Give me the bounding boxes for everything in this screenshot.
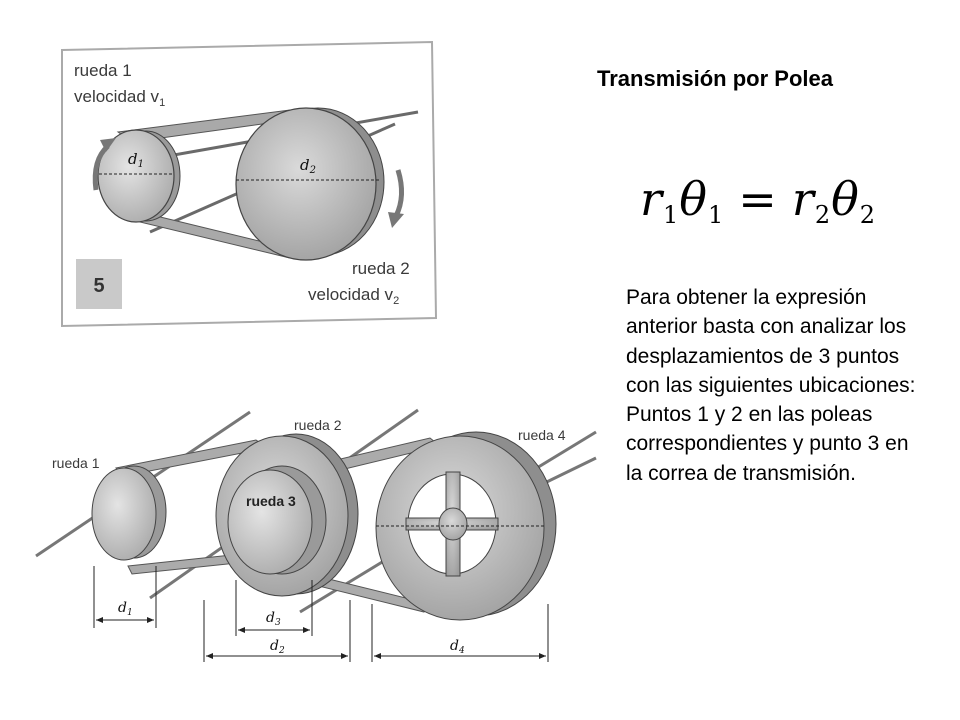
fig1-wheel1-speed-text: velocidad v	[74, 87, 160, 106]
fig2-d4-text: d	[450, 638, 459, 654]
figure-number-badge	[76, 259, 122, 309]
fig2-d3-label: d3	[266, 610, 281, 628]
r1-subscript: 1	[663, 201, 680, 229]
fig2-d4-sub: 4	[458, 646, 465, 656]
rotation-arrow-1-head	[100, 138, 116, 152]
fig1-d1-sub: 1	[138, 159, 144, 170]
fig2-d1-text: d	[118, 600, 127, 616]
rotation-arrow-2-head	[388, 212, 404, 228]
fig2-d3-sub: 3	[275, 618, 281, 628]
figure-1: rueda 1 velocidad v1 rueda 2 velocidad v…	[61, 40, 438, 328]
fig2-rueda3-label: rueda 3	[246, 493, 296, 509]
wheel-4-hub	[438, 507, 468, 541]
theta1-symbol: θ	[679, 172, 708, 226]
rotation-arrow-2	[393, 169, 404, 218]
r2-symbol: r	[791, 172, 815, 226]
slide-title: Transmisión por Polea	[597, 66, 833, 91]
r2-subscript: 2	[814, 201, 832, 229]
d3-arrowhead-left	[238, 627, 245, 633]
fig1-wheel1-speed-label: velocidad v1	[74, 87, 165, 109]
fig1-wheel1-label: rueda 1	[74, 61, 132, 80]
fig1-wheel2-speed-text: velocidad v	[308, 285, 394, 304]
d4-arrowhead-left	[374, 653, 381, 659]
wheel-1	[97, 129, 175, 223]
d2-arrowhead-right	[341, 653, 348, 659]
figure-2: rueda 1 rueda 2 rueda 3 rueda 4	[35, 408, 597, 662]
fig2-rueda2-label: rueda 2	[294, 417, 342, 433]
fig2-d4-label: d4	[450, 638, 465, 656]
fig2-rueda1-label: rueda 1	[52, 455, 100, 471]
fig1-wheel2-label: rueda 2	[352, 259, 410, 278]
fig1-d2-label: d2	[300, 156, 316, 176]
d3-arrowhead-right	[303, 627, 310, 633]
theta2-subscript: 2	[859, 201, 877, 229]
d1-arrowhead-left	[96, 617, 103, 623]
fig1-d1-text: d	[128, 150, 138, 168]
fig1-wheel2-speed-label: velocidad v2	[308, 285, 399, 307]
fig1-d2-sub: 2	[309, 165, 316, 176]
d4-arrowhead-right	[539, 653, 546, 659]
fig2-wheel-1	[91, 467, 157, 561]
d2-arrowhead-left	[206, 653, 213, 659]
r1-symbol: r	[640, 172, 663, 226]
fig2-d3-text: d	[266, 610, 275, 626]
explanation-paragraph: Para obtener la expresión anterior basta…	[626, 286, 916, 485]
figure-number-label: 5	[93, 275, 104, 297]
fig1-d2-text: d	[300, 156, 310, 174]
d1-arrowhead-right	[147, 617, 154, 623]
equals-sign: =	[738, 172, 778, 226]
theta2-symbol: θ	[831, 172, 860, 226]
pulley-equation: r1θ1=r2θ2	[640, 172, 876, 229]
fig2-d1-label: d1	[118, 600, 133, 618]
fig2-d2-text: d	[270, 638, 279, 654]
fig2-d2-label: d2	[270, 638, 285, 656]
theta1-subscript: 1	[707, 201, 725, 229]
fig1-wheel1-speed-sub: 1	[159, 97, 165, 109]
fig1-d1-label: d1	[128, 150, 144, 170]
fig2-rueda4-label: rueda 4	[518, 427, 566, 443]
fig2-wheel-3	[227, 469, 313, 575]
dimension-lines	[93, 566, 549, 662]
dimension-arrowheads	[96, 617, 546, 659]
fig2-d2-sub: 2	[278, 646, 285, 656]
fig1-wheel2-speed-sub: 2	[393, 295, 399, 307]
fig2-d1-sub: 1	[127, 608, 133, 618]
wheel-2	[235, 107, 377, 261]
